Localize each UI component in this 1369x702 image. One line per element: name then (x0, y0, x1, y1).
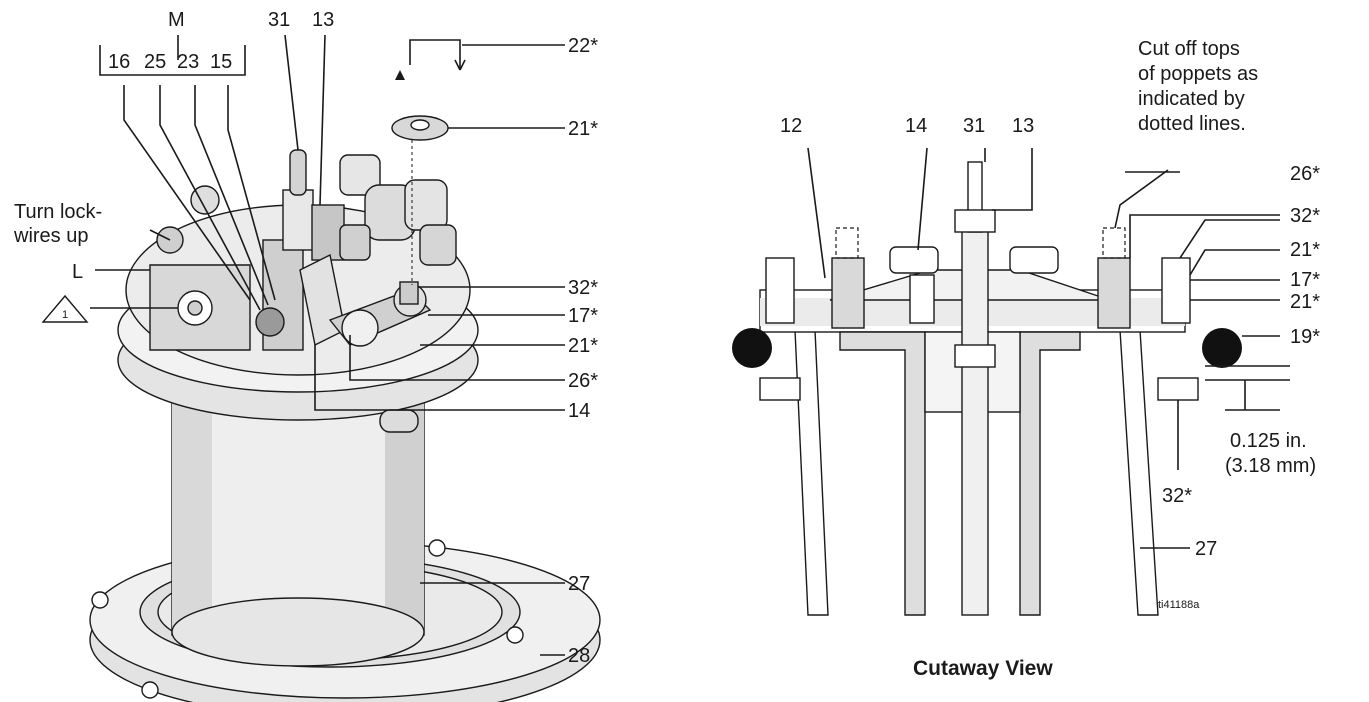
dimension-mm: (3.18 mm) (1225, 455, 1316, 477)
left-leader-lines (90, 34, 565, 656)
cutaway-label-26: 26* (1290, 163, 1320, 185)
label-turn-lock: Turn lock- (14, 201, 102, 223)
note-number: 1 (62, 309, 68, 321)
group-item-16: 16 (108, 51, 130, 73)
group-item-15: 15 (210, 51, 232, 73)
label-13: 13 (312, 9, 334, 31)
cutaway-labels: Cut off tops of poppets as indicated by … (780, 38, 1320, 680)
cutaway-label-19: 19* (1290, 326, 1320, 348)
cutaway-label-13: 13 (1012, 115, 1034, 137)
note-line-3: indicated by (1138, 88, 1245, 110)
note-line-1: Cut off tops (1138, 38, 1240, 60)
label-31: 31 (268, 9, 290, 31)
label-17: 17* (568, 305, 598, 327)
left-assembly-illustration (89, 39, 601, 702)
label-26: 26* (568, 370, 598, 392)
group-item-23: 23 (177, 51, 199, 73)
note-line-4: dotted lines. (1138, 113, 1246, 135)
label-wires-up: wires up (13, 225, 88, 247)
cutaway-title: Cutaway View (913, 657, 1053, 680)
cutaway-label-14: 14 (905, 115, 927, 137)
label-l: L (72, 261, 83, 283)
cutaway-label-32b: 32* (1162, 485, 1192, 507)
cutaway-label-12: 12 (780, 115, 802, 137)
group-item-25: 25 (144, 51, 166, 73)
note-line-2: of poppets as (1138, 63, 1258, 85)
dimension-inches: 0.125 in. (1230, 430, 1307, 452)
cutaway-label-27: 27 (1195, 538, 1217, 560)
figure-reference: ti41188a (1158, 599, 1200, 611)
cutaway-leader-lines (807, 147, 1280, 549)
cutaway-label-31: 31 (963, 115, 985, 137)
cutaway-label-21b: 21* (1290, 291, 1320, 313)
label-28: 28 (568, 645, 590, 667)
cutaway-label-21a: 21* (1290, 239, 1320, 261)
cutaway-label-32a: 32* (1290, 205, 1320, 227)
label-27: 27 (568, 573, 590, 595)
label-21a: 21* (568, 118, 598, 140)
group-label-m: M (168, 9, 185, 31)
label-14: 14 (568, 400, 590, 422)
warning-triangle-icon (41, 294, 89, 323)
label-22: 22* (568, 35, 598, 57)
cutaway-illustration (732, 161, 1290, 616)
label-32: 32* (568, 277, 598, 299)
label-21b: 21* (568, 335, 598, 357)
left-labels: M 16 25 23 15 31 13 22* 21* Turn lock- w… (13, 9, 598, 667)
cutaway-label-17: 17* (1290, 269, 1320, 291)
